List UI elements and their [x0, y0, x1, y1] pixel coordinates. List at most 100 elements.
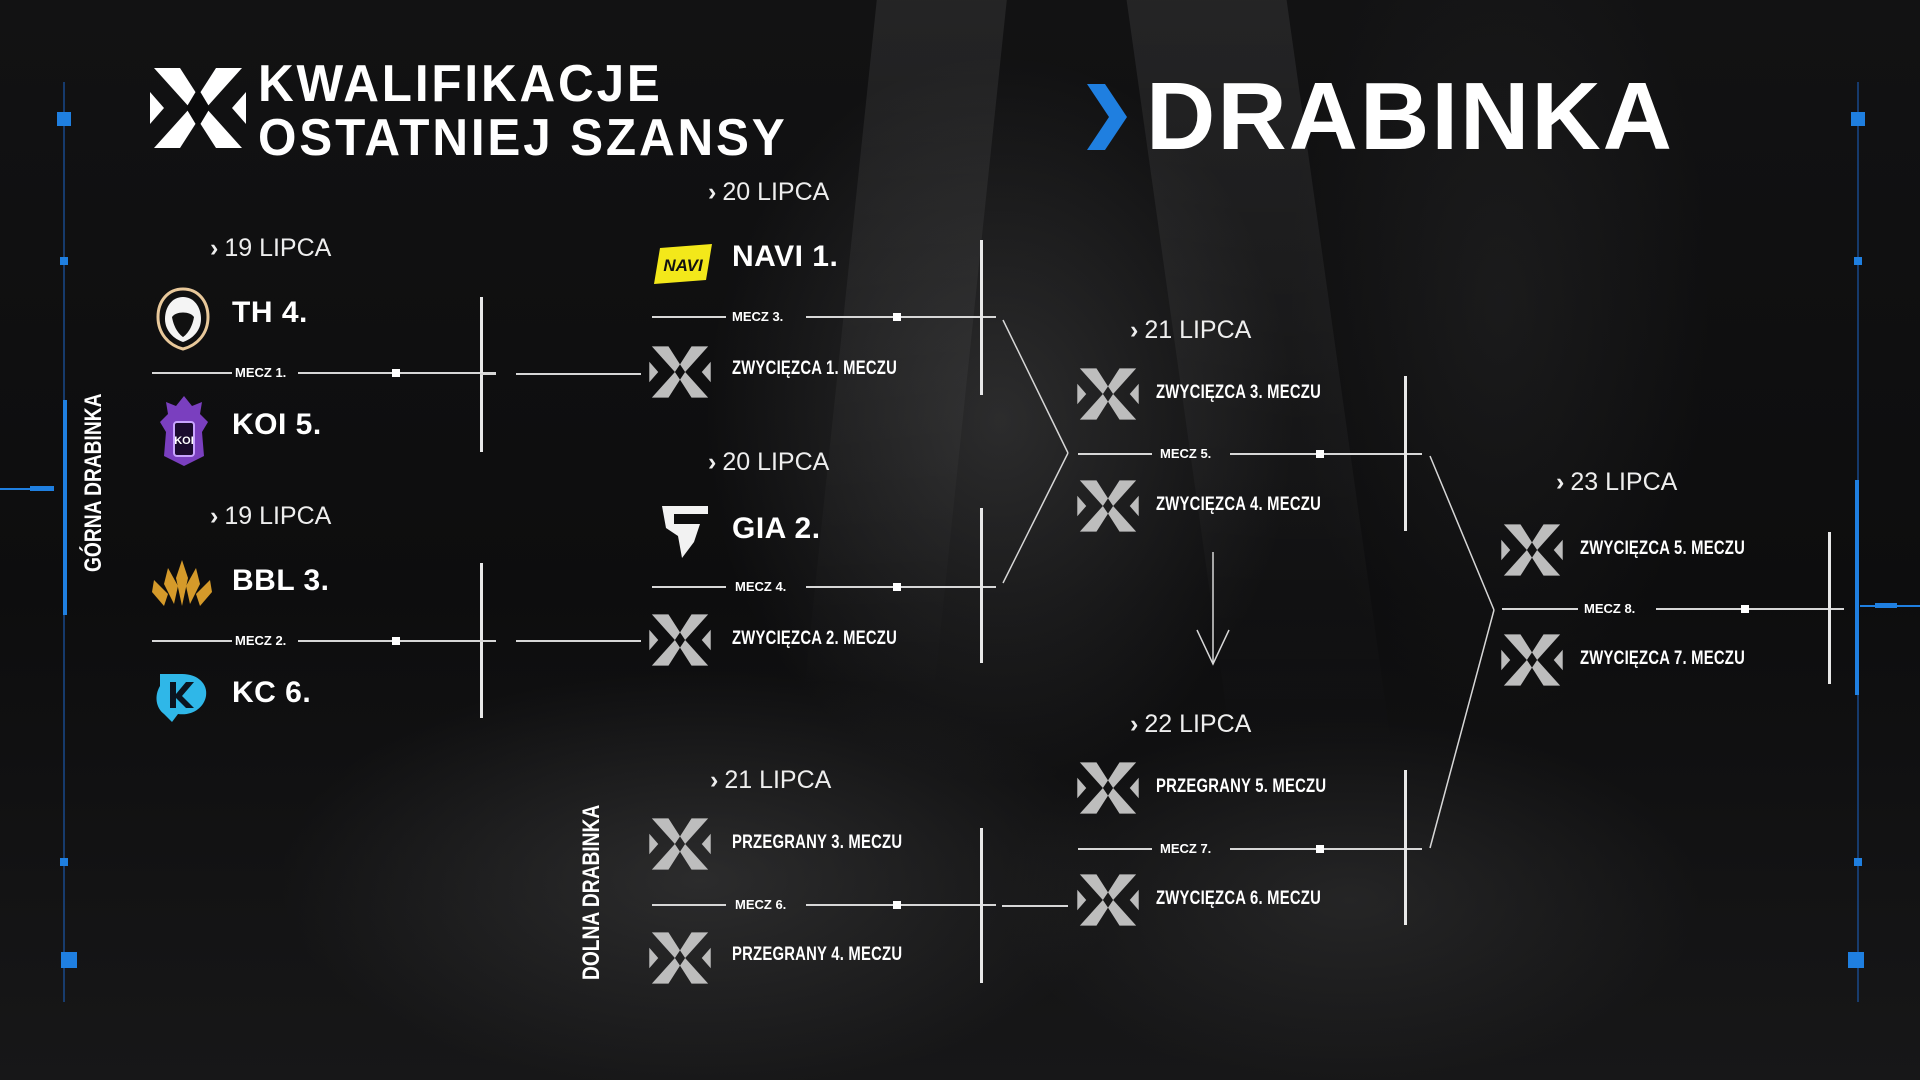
match7-line	[1078, 848, 1152, 850]
chevron-right-icon: ›	[708, 178, 717, 206]
match1-label: MECZ 1.	[235, 365, 287, 380]
team-kc-logo	[156, 674, 207, 722]
match4-label: MECZ 4.	[735, 579, 787, 594]
right-rail-dash	[1875, 603, 1897, 608]
event-title-line-1: KWALIFIKACJE	[258, 55, 663, 113]
match6-team-a: PRZEGRANY 3. MECZU	[732, 832, 903, 853]
match5-date: ›21 LIPCA	[1130, 316, 1252, 344]
match5-bracket	[1404, 376, 1407, 531]
match8-date: ›23 LIPCA	[1556, 468, 1678, 496]
match7-date: ›22 LIPCA	[1130, 710, 1252, 738]
match5-line	[1230, 453, 1422, 455]
match4-dot	[893, 583, 901, 591]
match4-team-b-icon	[648, 608, 712, 672]
match2-line	[152, 640, 232, 642]
chevron-right-icon: ›	[710, 766, 719, 794]
match3-team-a: NAVI 1.	[732, 240, 839, 273]
match3-label: MECZ 3.	[732, 309, 784, 324]
match7-dot	[1316, 845, 1324, 853]
match3-team-b-icon	[648, 340, 712, 404]
match6-bracket	[980, 828, 983, 983]
match3-date: ›20 LIPCA	[708, 178, 830, 206]
match8-line	[1656, 608, 1844, 610]
chevron-right-icon: ›	[708, 448, 717, 476]
match2-connector	[480, 640, 496, 642]
match2-team-b: KC 6.	[232, 676, 312, 709]
chevron-right-icon: ›	[210, 234, 219, 262]
match6-team-b: PRZEGRANY 4. MECZU	[732, 944, 903, 965]
match8-team-a-icon	[1500, 518, 1564, 582]
left-rail-square	[60, 257, 68, 265]
right-rail-square	[1854, 257, 1862, 265]
match4-line	[652, 586, 726, 588]
match5-label: MECZ 5.	[1160, 446, 1212, 461]
match2-label: MECZ 2.	[235, 633, 287, 648]
team-navi-logo: NAVI	[654, 244, 712, 284]
right-rail-square	[1851, 112, 1865, 126]
vct-logo-icon	[150, 68, 246, 148]
match1-connector	[516, 373, 641, 375]
chevron-right-icon: ›	[1556, 468, 1565, 496]
match8-label: MECZ 8.	[1584, 601, 1636, 616]
chevron-right-icon: ›	[1130, 710, 1139, 738]
match8-team-b-icon	[1500, 628, 1564, 692]
left-rail-square	[61, 952, 77, 968]
match8-line	[1502, 608, 1578, 610]
match2-date: ›19 LIPCA	[210, 502, 332, 530]
svg-text:KOI: KOI	[174, 435, 194, 447]
match4-bracket	[980, 508, 983, 663]
match8-dot	[1741, 605, 1749, 613]
match4-team-a: GIA 2.	[732, 512, 821, 545]
left-rail-dash	[30, 486, 54, 491]
match6-team-a-icon	[648, 812, 712, 876]
chevron-right-icon	[1087, 84, 1127, 150]
match1-connector	[480, 373, 496, 375]
match7-team-b-icon	[1076, 868, 1140, 932]
match8-bracket	[1828, 532, 1831, 684]
chevron-right-icon: ›	[1130, 316, 1139, 344]
match5-team-a-icon	[1076, 362, 1140, 426]
match5-line	[1078, 453, 1152, 455]
match8-team-a: ZWYCIĘZCA 5. MECZU	[1580, 538, 1746, 559]
match6-label: MECZ 6.	[735, 897, 787, 912]
match6-line	[806, 904, 996, 906]
match1-team-a: TH 4.	[232, 296, 308, 329]
match4-date: ›20 LIPCA	[708, 448, 830, 476]
match1-dot	[392, 369, 400, 377]
match6-team-b-icon	[648, 926, 712, 990]
match1-date: ›19 LIPCA	[210, 234, 332, 262]
match2-connector	[516, 640, 641, 642]
team-gia-logo	[662, 506, 708, 558]
match7-team-a-icon	[1076, 756, 1140, 820]
right-rail-accent	[1855, 480, 1859, 695]
match2-team-a: BBL 3.	[232, 564, 330, 597]
match8-team-b: ZWYCIĘZCA 7. MECZU	[1580, 648, 1746, 669]
match6-date: ›21 LIPCA	[710, 766, 832, 794]
match7-line	[1230, 848, 1422, 850]
match4-line	[806, 586, 996, 588]
match2-dot	[392, 637, 400, 645]
left-rail-dash	[0, 488, 30, 490]
team-koi-logo: KOI	[160, 396, 208, 466]
event-title-line-2: OSTATNIEJ SZANSY	[258, 109, 788, 167]
chevron-right-icon: ›	[210, 502, 219, 530]
match3-line	[806, 316, 996, 318]
page-title: DRABINKA	[1146, 63, 1674, 170]
match4-team-b: ZWYCIĘZCA 2. MECZU	[732, 628, 898, 649]
right-rail-square	[1854, 858, 1862, 866]
match6-dot	[893, 901, 901, 909]
match5-team-a: ZWYCIĘZCA 3. MECZU	[1156, 382, 1322, 403]
svg-text:NAVI: NAVI	[663, 256, 704, 275]
match7-team-a: PRZEGRANY 5. MECZU	[1156, 776, 1327, 797]
match5-dot	[1316, 450, 1324, 458]
match7-bracket	[1404, 770, 1407, 925]
match5-team-b: ZWYCIĘZCA 4. MECZU	[1156, 494, 1322, 515]
match3-team-b: ZWYCIĘZCA 1. MECZU	[732, 358, 898, 379]
team-heretics-logo	[156, 287, 210, 351]
left-rail-square	[60, 858, 68, 866]
match3-dot	[893, 313, 901, 321]
match6-line	[652, 904, 726, 906]
match7-team-b: ZWYCIĘZCA 6. MECZU	[1156, 888, 1322, 909]
